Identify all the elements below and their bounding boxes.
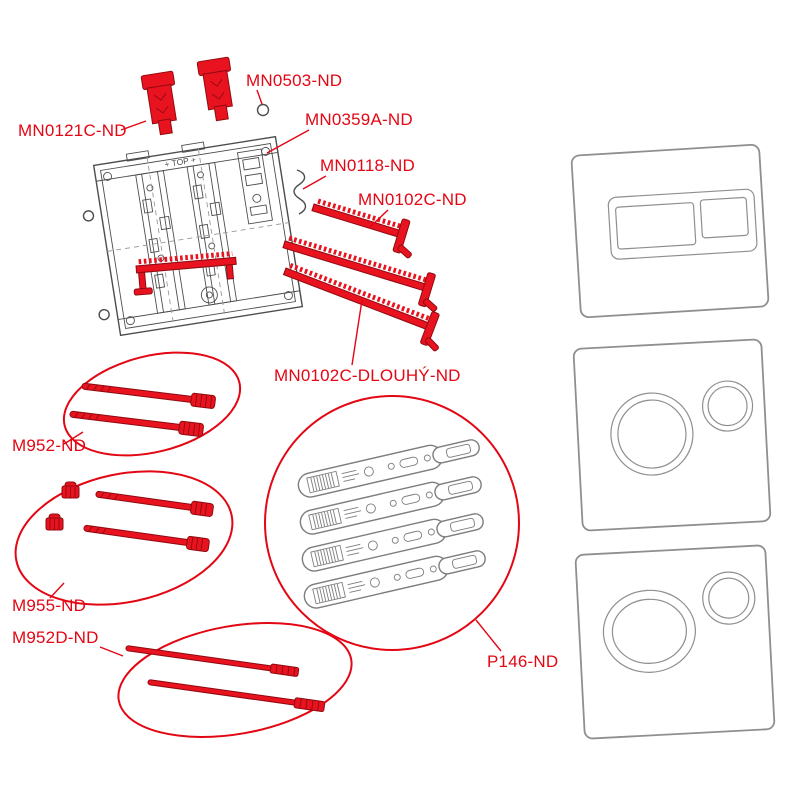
label-mn0102c: MN0102C-ND	[358, 190, 467, 209]
cap-nut-1	[61, 481, 80, 499]
long-rod-1	[125, 645, 300, 677]
group-circle-p146	[264, 395, 520, 651]
label-m952: M952-ND	[12, 436, 86, 455]
label-mn0503: MN0503-ND	[246, 71, 342, 90]
cap-nut-2	[45, 513, 64, 531]
fixing-clip-right	[196, 56, 233, 122]
flush-button-round-large-2	[602, 589, 696, 673]
flush-button-large	[615, 202, 697, 250]
flush-button-round-small-2	[702, 571, 756, 625]
flush-plate-round-2	[574, 544, 776, 740]
label-m952d: M952D-ND	[12, 628, 99, 647]
threaded-rod-3	[95, 490, 214, 517]
label-p146: P146-ND	[487, 652, 558, 671]
label-m955: M955-ND	[12, 596, 86, 615]
threaded-rod-1	[81, 382, 216, 409]
plug-part	[256, 103, 270, 117]
threaded-rod-2	[69, 410, 204, 437]
toothed-rod-long-2	[282, 263, 440, 352]
toothed-rod-inner	[133, 251, 237, 296]
toothed-rod-short	[311, 198, 412, 259]
toothed-rod-long-1	[282, 235, 438, 313]
mounting-frame: + TOP +	[82, 135, 304, 337]
spring-clip	[293, 169, 307, 215]
label-mn0359a: MN0359A-ND	[305, 110, 413, 129]
service-key-2	[299, 476, 482, 535]
flush-button-small	[699, 196, 749, 239]
flush-plate-buttons	[570, 143, 770, 319]
long-rod-2	[147, 679, 326, 712]
service-key-1	[297, 439, 480, 498]
group-ellipse-m955	[14, 470, 234, 606]
threaded-rod-4	[83, 524, 210, 553]
label-mn0118: MN0118-ND	[320, 156, 415, 175]
label-mn0121c: MN0121C-ND	[18, 121, 127, 140]
frame-top-marking: + TOP +	[164, 154, 197, 169]
flush-button-round-large	[610, 392, 694, 476]
leader-lines	[49, 89, 502, 657]
label-mn0102c-dlouhy: MN0102C-DLOUHÝ-ND	[274, 366, 461, 385]
fixing-clip-left	[140, 70, 177, 136]
group-ellipse-m952	[62, 351, 242, 457]
service-key-4	[303, 550, 486, 609]
service-key-3	[301, 513, 484, 572]
group-ellipse-m952d	[117, 622, 353, 738]
flush-plate-round-1	[572, 338, 772, 532]
flush-button-round-small	[701, 380, 754, 432]
